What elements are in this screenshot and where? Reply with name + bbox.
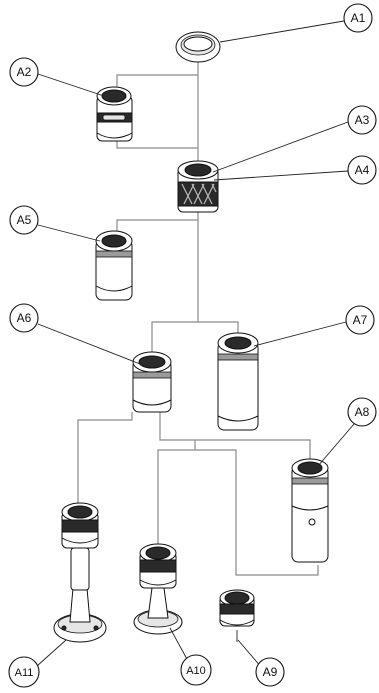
callout-a4: A4 xyxy=(347,155,377,185)
callout-a3: A3 xyxy=(347,105,377,135)
callout-a2: A2 xyxy=(9,57,39,87)
callout-a8-label: A8 xyxy=(355,405,370,419)
callout-a11: A11 xyxy=(8,656,40,688)
callout-a7: A7 xyxy=(345,305,375,335)
callout-a7-label: A7 xyxy=(353,313,368,327)
callout-a11-label: A11 xyxy=(15,667,34,679)
callout-a10: A10 xyxy=(180,654,212,686)
callout-a8: A8 xyxy=(347,397,377,427)
part-a3-a4-grille-module xyxy=(177,160,219,213)
callout-a3-label: A3 xyxy=(355,113,370,127)
callout-a9: A9 xyxy=(255,657,285,687)
part-a6-light-element xyxy=(132,351,172,413)
callout-a10-label: A10 xyxy=(186,665,206,677)
part-a11-tall-pole xyxy=(53,502,107,643)
part-a9-small-base xyxy=(219,589,255,642)
part-a5-light-element xyxy=(95,230,133,301)
callout-a1: A1 xyxy=(343,3,373,33)
callout-a6-label: A6 xyxy=(17,311,32,325)
callout-a9-label: A9 xyxy=(263,665,278,679)
callout-a4-label: A4 xyxy=(355,163,370,177)
callout-a2-label: A2 xyxy=(17,65,32,79)
part-a8-tall-module xyxy=(291,458,329,563)
callout-a5-label: A5 xyxy=(17,213,32,227)
callout-a6: A6 xyxy=(9,303,39,333)
leader-lines xyxy=(36,20,355,669)
part-a2-module xyxy=(96,86,133,142)
part-a1-lens-cap xyxy=(175,31,221,63)
callout-a1-label: A1 xyxy=(351,11,366,25)
part-a10-short-pole xyxy=(133,543,183,635)
callout-a5: A5 xyxy=(9,205,39,235)
part-a7-tall-light-element xyxy=(217,332,259,431)
